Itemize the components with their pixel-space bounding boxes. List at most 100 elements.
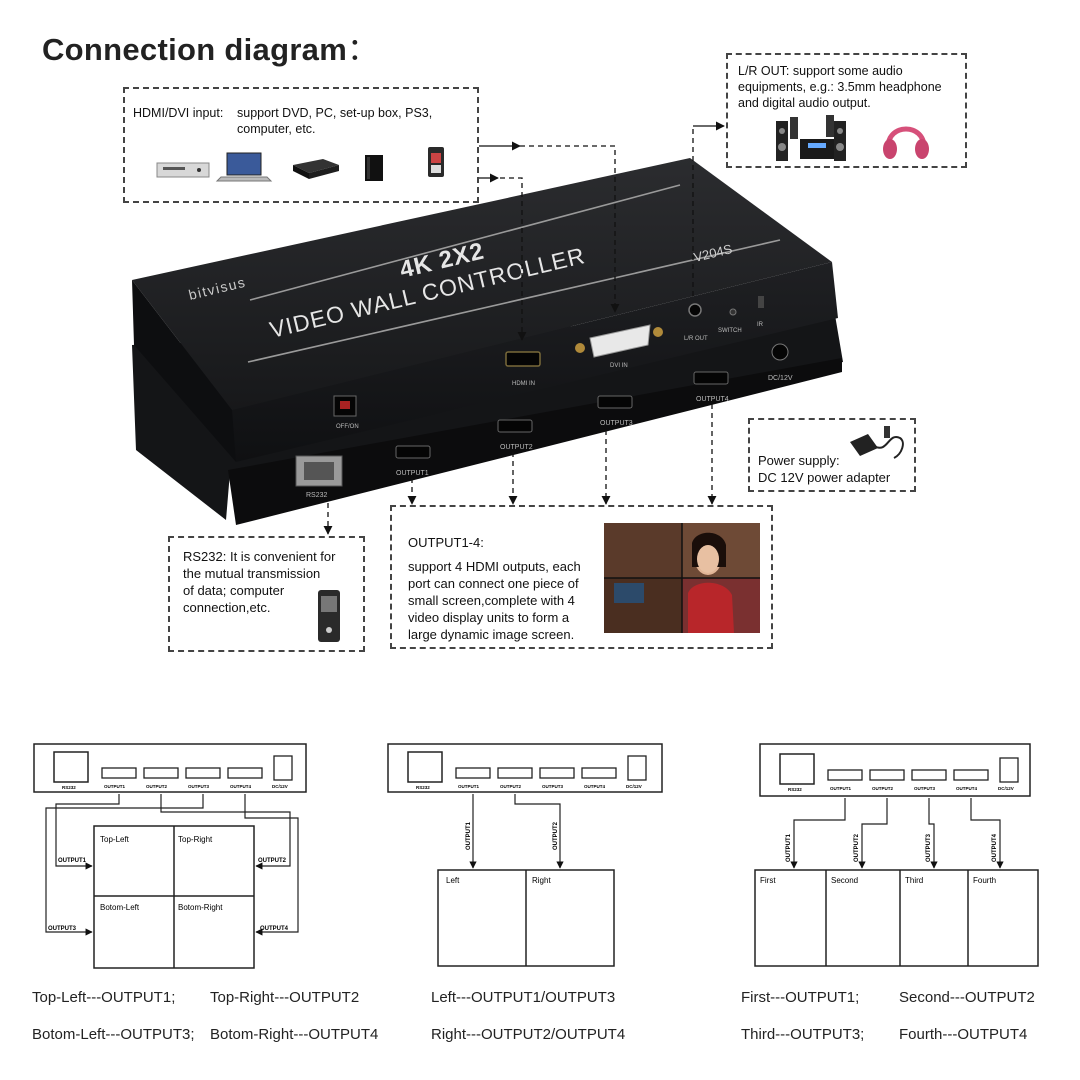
- rs232-box: RS232: It is convenient for the mutual t…: [168, 536, 365, 652]
- mode3-port-out1: OUTPUT1: [830, 786, 851, 791]
- dvi-in-port: [575, 324, 663, 358]
- video-wall-photo: [604, 523, 760, 633]
- mode2-wire-out2: OUTPUT2: [553, 821, 559, 850]
- computer-tower-icon: [318, 590, 340, 642]
- mode1-cell-top-right: Top-Right: [178, 835, 213, 844]
- page-title: Connection diagram：: [42, 24, 378, 69]
- mode2-port-out2: OUTPUT2: [500, 784, 521, 789]
- connection-lines: [323, 121, 725, 535]
- title-colon: ：: [347, 32, 379, 67]
- mode-2x2: RS232 OUTPUT1 OUTPUT2 OUTPUT3 OUTPUT4 DC…: [33, 743, 307, 969]
- dvd-player-icon: [156, 162, 210, 178]
- mode1-cell-bottom-right: Botom-Right: [178, 903, 223, 912]
- mode1-port-out2: OUTPUT2: [146, 784, 167, 789]
- lr-out-port: [688, 303, 702, 317]
- power-supply-text: Power supply: DC 12V power adapter: [758, 453, 891, 485]
- rs232-text: RS232: It is convenient for the mutual t…: [183, 549, 336, 615]
- mode1-wire-out2: OUTPUT2: [258, 858, 287, 864]
- audio-devices: [776, 115, 929, 161]
- output3-port: [597, 395, 633, 409]
- mode1-port-dc: DC/12V: [272, 784, 288, 789]
- output1-port-label: OUTPUT1: [396, 470, 429, 477]
- dvi-in-label: DVI IN: [610, 363, 628, 369]
- mode3-caption-1: First---OUTPUT1;: [741, 989, 860, 1006]
- device-top-face: [132, 158, 832, 410]
- hdmi-dvi-label: HDMI/DVI input:: [133, 106, 224, 120]
- output-text: support 4 HDMI outputs, each port can co…: [408, 559, 581, 642]
- mode1-wire-out4: OUTPUT4: [260, 926, 289, 932]
- mode1-cell-bottom-left: Botom-Left: [100, 903, 140, 912]
- lr-out-label: L/R OUT: [684, 336, 708, 342]
- console-icon: [365, 155, 383, 181]
- set-top-box-icon: [293, 159, 339, 179]
- speaker-system-icon: [776, 115, 846, 161]
- wall-mode-diagrams: RS232 OUTPUT1 OUTPUT2 OUTPUT3 OUTPUT4 DC…: [33, 743, 1039, 969]
- hdmi-in-label: HDMI IN: [512, 381, 535, 387]
- mode2-cell-right: Right: [532, 876, 551, 885]
- output-title: OUTPUT1-4:: [408, 535, 484, 550]
- output1-port: [395, 445, 431, 459]
- mode1-port-rs232: RS232: [62, 785, 76, 790]
- dc-port: [771, 343, 789, 361]
- mode3-port-out2: OUTPUT2: [872, 786, 893, 791]
- rs232-port-label: RS232: [306, 492, 328, 499]
- lr-out-box: L/R OUT: support some audio equipments, …: [726, 53, 967, 168]
- mode2-wire-out1: OUTPUT1: [466, 821, 472, 850]
- hdmi-in-port: [505, 351, 541, 367]
- mode2-port-out3: OUTPUT3: [542, 784, 563, 789]
- lr-out-text: L/R OUT: support some audio equipments, …: [738, 64, 942, 110]
- output3-port-label: OUTPUT3: [600, 420, 633, 427]
- mode1-caption-4: Botom-Right---OUTPUT4: [210, 1026, 379, 1043]
- mode1-cell-top-left: Top-Left: [100, 835, 130, 844]
- mode1-wire-out3: OUTPUT3: [48, 926, 77, 932]
- mode2-caption-1: Left---OUTPUT1/OUTPUT3: [431, 989, 616, 1006]
- hdmi-dvi-text: support DVD, PC, set-up box, PS3, comput…: [237, 106, 433, 136]
- title-text: Connection diagram: [42, 32, 348, 67]
- power-adapter-photo: [850, 426, 904, 459]
- mode3-caption-4: Fourth---OUTPUT4: [899, 1026, 1028, 1043]
- mode3-caption-3: Third---OUTPUT3;: [741, 1026, 865, 1043]
- mode3-wire-out1: OUTPUT1: [786, 833, 792, 862]
- source-devices: [156, 147, 444, 182]
- mode3-cell-fourth: Fourth: [973, 876, 996, 885]
- device-side-face: [132, 280, 236, 462]
- mode3-wire-out4: OUTPUT4: [992, 833, 998, 862]
- switch-button: [729, 308, 737, 316]
- mode1-port-out3: OUTPUT3: [188, 784, 209, 789]
- device-illustration: bitvisus 4K 2X2 VIDEO WALL CONTROLLER V2…: [132, 121, 843, 535]
- output-box: OUTPUT1-4: support 4 HDMI outputs, each …: [390, 505, 773, 649]
- mode1-port-out1: OUTPUT1: [104, 784, 125, 789]
- mode3-port-rs232: RS232: [788, 787, 802, 792]
- mode2-cell-left: Left: [446, 876, 460, 885]
- laptop-icon: [215, 152, 273, 182]
- hdmi-dvi-input-box: HDMI/DVI input: support DVD, PC, set-up …: [123, 87, 479, 203]
- ir-label: IR: [757, 322, 764, 328]
- mode1-port-out4: OUTPUT4: [230, 784, 251, 789]
- output2-port: [497, 419, 533, 433]
- mode1-wire-out1: OUTPUT1: [58, 858, 87, 864]
- output4-port-label: OUTPUT4: [696, 396, 729, 403]
- device-lower-front: [228, 358, 842, 525]
- mode3-cell-first: First: [760, 876, 776, 885]
- mode-1x2: RS232 OUTPUT1 OUTPUT2 OUTPUT3 OUTPUT4 DC…: [387, 743, 663, 967]
- mode3-caption-2: Second---OUTPUT2: [899, 989, 1035, 1006]
- headphone-icon: [883, 126, 929, 159]
- output4-port: [693, 371, 729, 385]
- mode2-port-rs232: RS232: [416, 785, 430, 790]
- mode3-port-out3: OUTPUT3: [914, 786, 935, 791]
- mode3-wire-out3: OUTPUT3: [926, 833, 932, 862]
- mode3-port-dc: DC/12V: [998, 786, 1014, 791]
- mode2-port-dc: DC/12V: [626, 784, 642, 789]
- output2-port-label: OUTPUT2: [500, 444, 533, 451]
- mode3-cell-second: Second: [831, 876, 858, 885]
- mode1-caption-1: Top-Left---OUTPUT1;: [32, 989, 176, 1006]
- power-adapter-icon: [428, 147, 444, 177]
- mode2-port-out4: OUTPUT4: [584, 784, 605, 789]
- mode3-cell-third: Third: [905, 876, 923, 885]
- mode-1x4: RS232 OUTPUT1 OUTPUT2 OUTPUT3 OUTPUT4 DC…: [754, 743, 1039, 967]
- power-switch-label: OFF/ON: [336, 424, 359, 430]
- switch-label: SWITCH: [718, 328, 742, 334]
- mode1-caption-3: Botom-Left---OUTPUT3;: [32, 1026, 195, 1043]
- mode3-port-out4: OUTPUT4: [956, 786, 977, 791]
